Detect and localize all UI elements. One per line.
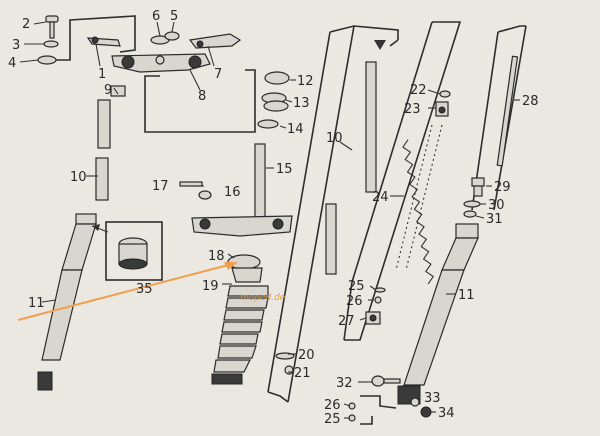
part-16-nut (198, 190, 212, 200)
callout-19: 19 (202, 279, 219, 294)
callout-15: 15 (276, 162, 293, 177)
part-11-fork-leg-right (397, 223, 479, 405)
part-26-washer-upper (374, 296, 382, 304)
top-bracket-frame-left (55, 50, 71, 61)
tall-frame-diag-a (267, 31, 331, 393)
callout-labels: 2 3 4 1 6 5 7 8 9 10 11 12 13 14 15 16 1… (8, 9, 539, 427)
part-9-upper-sleeve (110, 85, 126, 97)
callout-2: 2 (22, 17, 30, 32)
callout-32: 32 (336, 376, 353, 391)
part-30-washer (463, 200, 481, 208)
rod-frame-diag-b (493, 25, 527, 211)
part-13-bearing-ring-2 (263, 100, 289, 112)
part-12-cap (264, 71, 290, 85)
callout-28: 28 (522, 94, 539, 109)
callout-1: 1 (98, 67, 106, 82)
part-5-nut (164, 31, 180, 41)
callout-4: 4 (8, 56, 16, 71)
part-21-screw (284, 365, 294, 375)
spring-frame-diag-a (351, 21, 433, 283)
leader-lines (19, 21, 520, 419)
part-2-bolt (45, 15, 59, 39)
callout-25-lower: 25 (324, 412, 341, 427)
callout-20: 20 (298, 348, 315, 363)
callout-26-lower: 26 (324, 398, 341, 413)
callout-13: 13 (293, 96, 310, 111)
highlight-arrow (17, 263, 233, 321)
callout-5: 5 (170, 9, 178, 24)
part-19-rubber-boot (211, 267, 269, 385)
spring-bracket-frame (344, 21, 462, 341)
part-22-ring (439, 90, 451, 98)
part-10-fork-tube-right (325, 61, 377, 275)
callout-7: 7 (214, 67, 222, 82)
part-28-damper-rod (496, 55, 519, 167)
callout-8: 8 (198, 89, 206, 104)
inset-box-part-35 (105, 221, 163, 281)
callout-22: 22 (410, 83, 427, 98)
part-35-dust-cap (118, 237, 148, 270)
middle-bracket-frame (144, 69, 256, 133)
callout-6: 6 (152, 9, 160, 24)
part-24-main-spring (395, 124, 443, 285)
callout-33: 33 (424, 391, 441, 406)
tall-frame-diag-b (287, 25, 355, 403)
spring-frame-diag-b (343, 281, 353, 341)
part-34-nut (420, 406, 432, 418)
bottom-small-bracket-b (360, 416, 373, 425)
callout-21: 21 (294, 366, 311, 381)
part-8-upper-bridge (111, 53, 211, 73)
callout-29: 29 (494, 180, 511, 195)
callout-16: 16 (224, 185, 241, 200)
callout-27: 27 (338, 314, 355, 329)
callout-14: 14 (287, 122, 304, 137)
callout-11-left: 11 (28, 296, 45, 311)
highlight-arrow-head (224, 262, 238, 270)
bottom-small-bracket (360, 395, 397, 409)
callout-34: 34 (438, 406, 455, 421)
tall-frame-bottom (267, 391, 289, 403)
callout-18: 18 (208, 249, 225, 264)
callout-11-right: 11 (458, 288, 475, 303)
part-23-spring-seat (435, 101, 449, 117)
tall-bracket-frame-right (389, 39, 399, 47)
part-25-ring-upper (374, 287, 386, 293)
part-27-valve (365, 311, 381, 325)
part-29-bolt (471, 177, 485, 197)
callout-17: 17 (152, 179, 169, 194)
watermark-text: moped.de (240, 293, 286, 303)
tall-frame-arrow (374, 40, 386, 50)
top-bracket-frame (69, 15, 136, 53)
part-33-washer (410, 397, 420, 407)
tall-bracket-frame (329, 25, 399, 40)
callout-9: 9 (104, 83, 112, 98)
part-4-nut (37, 55, 57, 65)
part-10-fork-tube-left (95, 99, 111, 201)
callout-23: 23 (404, 102, 421, 117)
callout-10-right: 10 (326, 131, 343, 146)
rod-bracket-frame (497, 25, 526, 33)
callout-12: 12 (297, 74, 314, 89)
callout-25-upper: 25 (348, 279, 365, 294)
part-7-lever (188, 33, 242, 49)
part-17-bolt (179, 181, 203, 187)
callout-35: 35 (136, 282, 153, 297)
part-lower-bridge (191, 215, 293, 237)
part-31-seal (463, 210, 477, 218)
callout-31: 31 (486, 212, 503, 227)
callout-30: 30 (488, 198, 505, 213)
part-11-fork-leg-left (37, 213, 97, 391)
callout-3: 3 (12, 38, 20, 53)
part-3-washer (43, 40, 59, 48)
callout-26-upper: 26 (346, 294, 363, 309)
part-14-washer (257, 119, 279, 129)
callout-10-left: 10 (70, 170, 87, 185)
part-1-clamp (86, 36, 121, 47)
part-15-steering-stem (254, 143, 266, 225)
callout-24: 24 (372, 190, 389, 205)
part-32-bolt (371, 375, 401, 387)
